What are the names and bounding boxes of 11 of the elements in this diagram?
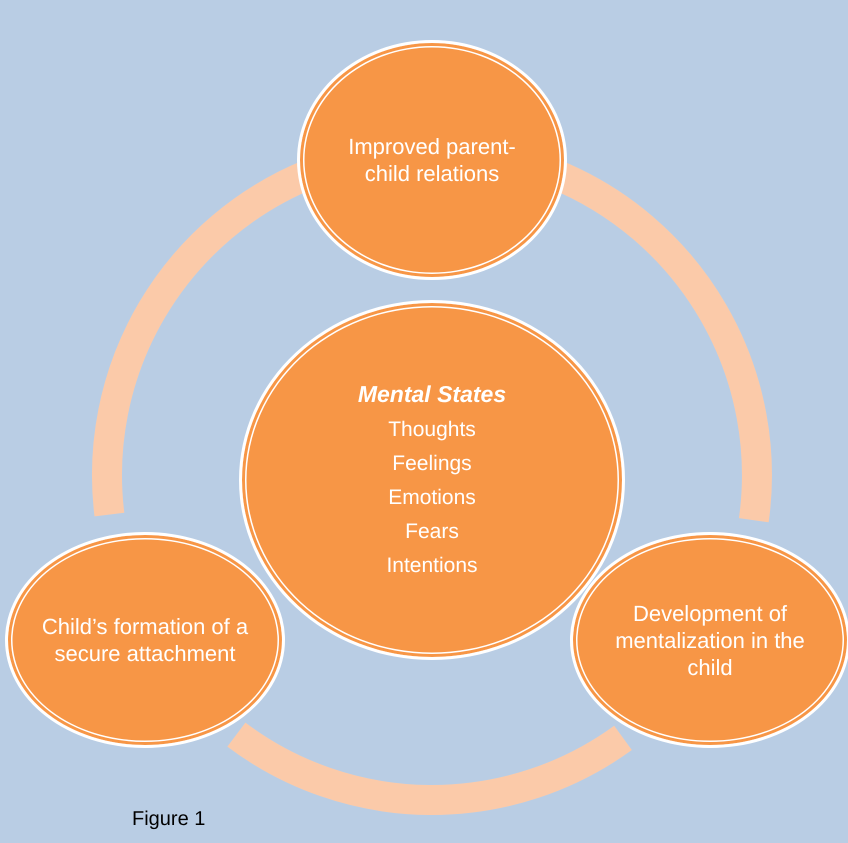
circle-label: Improved parent-child relations [347, 133, 517, 187]
circle-heading: Mental States [358, 380, 506, 409]
list-item: Emotions [388, 485, 476, 511]
figure-caption: Figure 1 [132, 808, 206, 831]
list-item: Fears [405, 519, 459, 545]
circle-label: Child’s formation of a secure attachment [40, 613, 250, 667]
list-item: Feelings [392, 451, 472, 477]
circle-label: Development of mentalization in the child [614, 600, 806, 680]
list-item: Intentions [386, 553, 478, 579]
ring-connector [228, 722, 632, 815]
list-item: Thoughts [388, 417, 476, 443]
